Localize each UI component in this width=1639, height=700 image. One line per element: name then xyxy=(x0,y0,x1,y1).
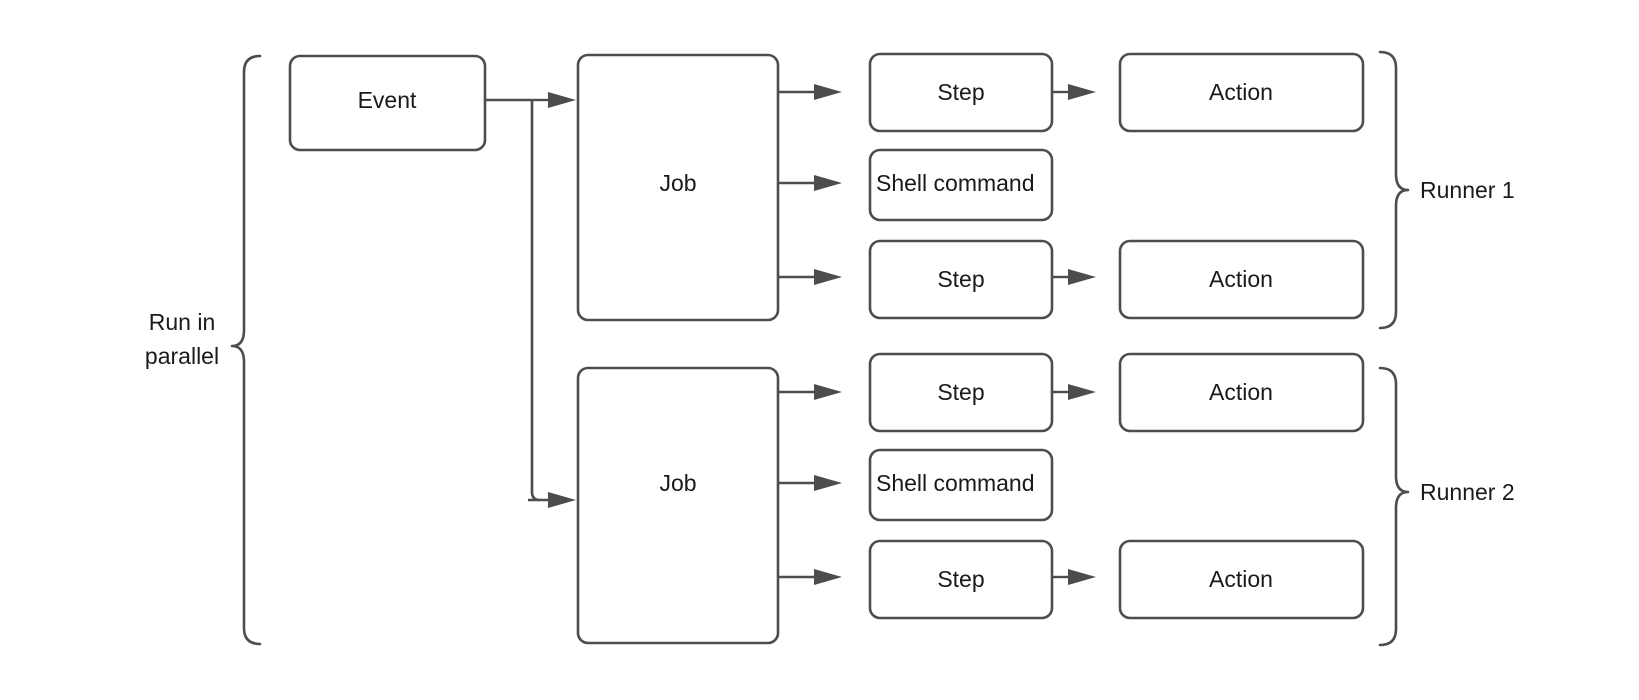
arrowhead-job2-entry xyxy=(548,492,576,508)
node-runner1-step-1-label: Step xyxy=(937,79,984,105)
arrowhead-r2-action1 xyxy=(1068,384,1096,400)
node-runner1-shell-command-rect[interactable] xyxy=(868,148,1054,222)
node-event-label: Event xyxy=(358,87,417,113)
arrowhead-r1-action2 xyxy=(1068,269,1096,285)
arrowhead-r1-shell xyxy=(814,175,842,191)
node-job-2-label: Job xyxy=(659,470,696,496)
arrowhead-job1-entry xyxy=(548,92,576,108)
node-runner2-action-2[interactable]: Action xyxy=(1118,539,1365,620)
node-runner2-step-1-label: Step xyxy=(937,379,984,405)
node-job-1-rect[interactable] xyxy=(576,53,780,322)
node-runner2-step-1[interactable]: Step xyxy=(868,352,1054,433)
edge-split-elbow xyxy=(528,100,542,502)
node-runner2-shell-command-label: Shell command xyxy=(876,470,1035,496)
node-runner1-step-2-rect[interactable] xyxy=(868,239,1054,320)
edges-group xyxy=(485,84,1096,585)
node-event-rect[interactable] xyxy=(288,54,487,152)
braces-group xyxy=(230,50,1410,647)
node-runner2-step-2[interactable]: Step xyxy=(868,539,1054,620)
edge-split-to-job2 xyxy=(530,100,548,502)
node-runner1-action-2-label: Action xyxy=(1209,266,1273,292)
brace-run-in-parallel xyxy=(230,54,262,646)
node-runner2-step-2-label: Step xyxy=(937,566,984,592)
node-runner2-action-2-label: Action xyxy=(1209,566,1273,592)
node-runner2-step-2-rect[interactable] xyxy=(868,539,1054,620)
node-runner2-action-1-label: Action xyxy=(1209,379,1273,405)
node-runner2-step-1-rect[interactable] xyxy=(868,352,1054,433)
node-job-1[interactable]: Job xyxy=(576,53,780,322)
node-job-2[interactable]: Job xyxy=(576,366,780,645)
node-runner1-shell-command-label: Shell command xyxy=(876,170,1035,196)
arrowhead-r2-step2 xyxy=(814,569,842,585)
node-runner1-action-2-rect[interactable] xyxy=(1118,239,1365,320)
node-runner1-step-1-rect[interactable] xyxy=(868,52,1054,133)
node-runner1-action-2[interactable]: Action xyxy=(1118,239,1365,320)
node-runner1-action-1-rect[interactable] xyxy=(1118,52,1365,133)
label-run-in-parallel-line2: parallel xyxy=(145,343,219,369)
brace-labels-group: Run in parallel Runner 1 Runner 2 xyxy=(145,177,1515,505)
node-runner1-shell-command[interactable]: Shell command xyxy=(868,148,1054,222)
node-runner2-action-2-rect[interactable] xyxy=(1118,539,1365,620)
brace-runner-1 xyxy=(1378,50,1410,330)
arrowhead-r2-step1 xyxy=(814,384,842,400)
node-runner2-action-1[interactable]: Action xyxy=(1118,352,1365,433)
node-event[interactable]: Event xyxy=(288,54,487,152)
node-runner1-action-1-label: Action xyxy=(1209,79,1273,105)
arrowhead-r1-step1 xyxy=(814,84,842,100)
arrowhead-r2-shell xyxy=(814,475,842,491)
node-job-1-label: Job xyxy=(659,170,696,196)
node-runner2-shell-command-rect[interactable] xyxy=(868,448,1054,522)
label-runner-1: Runner 1 xyxy=(1420,177,1515,203)
arrowhead-r2-action2 xyxy=(1068,569,1096,585)
node-job-2-rect[interactable] xyxy=(576,366,780,645)
node-runner1-step-2[interactable]: Step xyxy=(868,239,1054,320)
brace-runner-2 xyxy=(1378,366,1410,647)
node-runner1-action-1[interactable]: Action xyxy=(1118,52,1365,133)
nodes-group: Event Job Step Action Shell command xyxy=(288,52,1365,645)
node-runner1-step-2-label: Step xyxy=(937,266,984,292)
node-runner1-step-1[interactable]: Step xyxy=(868,52,1054,133)
arrowhead-r1-step2 xyxy=(814,269,842,285)
label-runner-2: Runner 2 xyxy=(1420,479,1515,505)
node-runner2-shell-command[interactable]: Shell command xyxy=(868,448,1054,522)
node-runner2-action-1-rect[interactable] xyxy=(1118,352,1365,433)
label-run-in-parallel-line1: Run in xyxy=(149,309,215,335)
arrowhead-r1-action1 xyxy=(1068,84,1096,100)
